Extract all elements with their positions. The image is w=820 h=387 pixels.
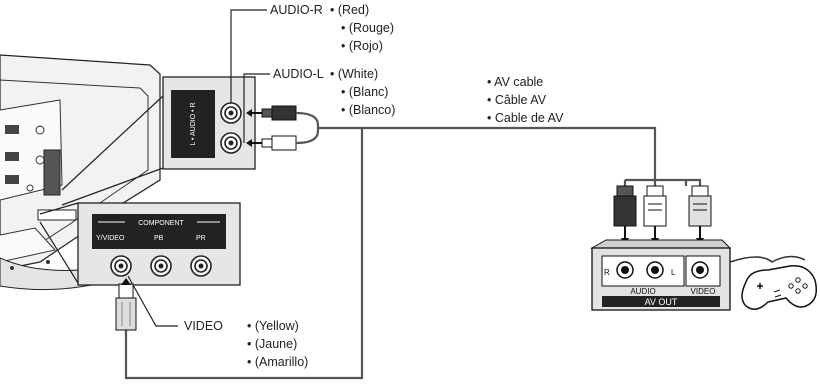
device-plug-white	[643, 185, 667, 245]
video-jack	[110, 255, 132, 277]
device-audio-label: AUDIO	[630, 287, 655, 296]
av-cable-es: • Cable de AV	[487, 111, 564, 125]
pr-jack	[190, 255, 212, 277]
audio-l-color-en: • (White)	[330, 67, 378, 81]
pb-jack	[150, 255, 172, 277]
component-title: COMPONENT	[138, 220, 184, 227]
video-color-en: • (Yellow)	[247, 319, 299, 333]
audio-l-jack	[220, 132, 242, 154]
audio-l-leader	[243, 73, 270, 143]
audio-r-jack	[220, 102, 242, 124]
av-device: R L AUDIO VIDEO AV OUT	[590, 178, 732, 311]
device-l-mark: L	[671, 268, 676, 277]
jack-label-y-video: Y/VIDEO	[96, 235, 125, 242]
tv-video-plug	[115, 278, 137, 331]
video-color-fr: • (Jaune)	[247, 337, 297, 351]
tv-illustration	[0, 54, 164, 291]
audio-r-leader	[230, 9, 267, 103]
audio-r-color-en: • (Red)	[330, 3, 369, 17]
audio-r-color-fr: • (Rouge)	[341, 21, 394, 35]
audio-input-panel: L • AUDIO • R	[162, 76, 256, 170]
jack-label-pb: PB	[154, 235, 164, 242]
device-plug-yellow	[688, 185, 712, 245]
audio-r-label: AUDIO-R	[270, 3, 323, 17]
component-input-panel: COMPONENT Y/VIDEO PB PR	[77, 202, 241, 286]
av-cable-line	[318, 126, 657, 186]
tv-audio-plugs	[246, 105, 320, 151]
av-cable-en: • AV cable	[487, 75, 543, 89]
av-cable-fr: • Câble AV	[487, 93, 547, 107]
device-av-out-label: AV OUT	[645, 297, 678, 307]
device-r-mark: R	[604, 268, 610, 277]
video-label: VIDEO	[184, 319, 223, 333]
device-plug-red	[613, 185, 637, 245]
video-cable-line	[124, 128, 364, 380]
video-color-es: • (Amarillo)	[247, 355, 308, 369]
audio-panel-label: L • AUDIO • R	[190, 102, 197, 145]
game-controller	[729, 255, 818, 310]
device-video-label: VIDEO	[691, 287, 716, 296]
audio-l-color-es: • (Blanco)	[341, 103, 395, 117]
audio-l-label: AUDIO-L	[273, 67, 324, 81]
audio-r-color-es: • (Rojo)	[341, 39, 383, 53]
audio-l-color-fr: • (Blanc)	[341, 85, 388, 99]
video-leader	[127, 275, 178, 327]
jack-label-pr: PR	[196, 235, 206, 242]
